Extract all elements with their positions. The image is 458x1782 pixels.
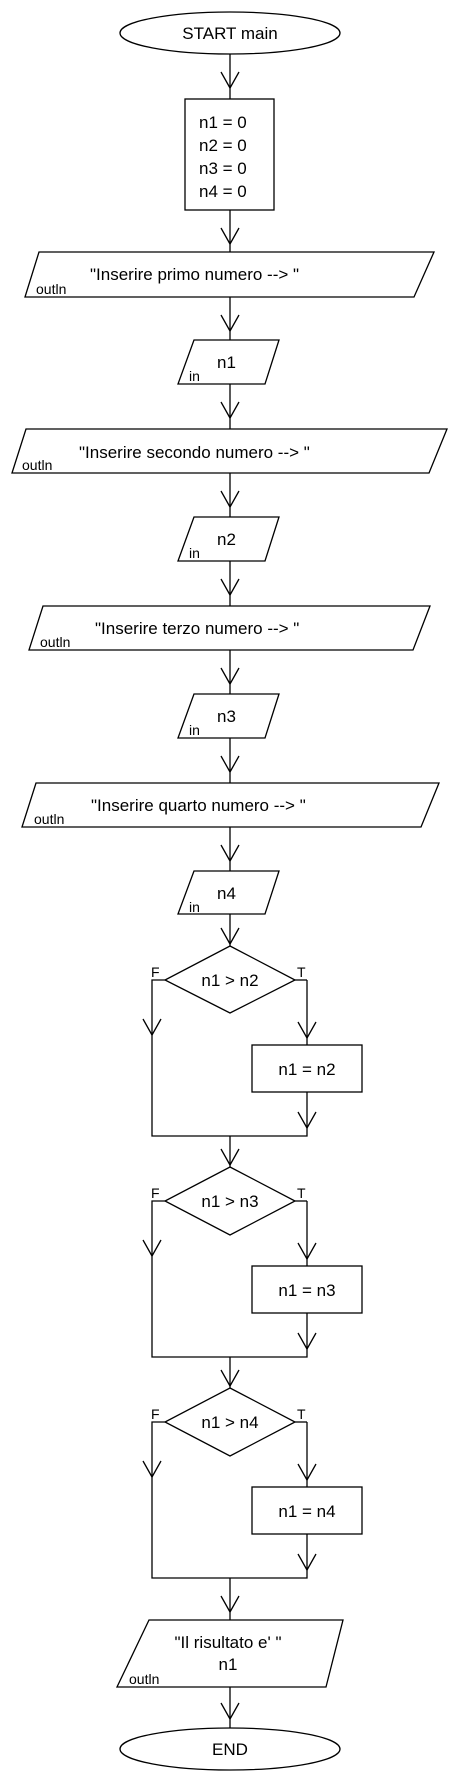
arrowhead [220, 578, 240, 597]
arrowhead [220, 227, 240, 246]
decision-2-condition: n1 > n3 [201, 1192, 258, 1211]
output-prompt-1: "Inserire primo numero --> " outln [24, 251, 436, 298]
prompt-4-text: "Inserire quarto numero --> " [91, 796, 306, 815]
arrowhead [297, 1553, 317, 1572]
arrowhead [220, 1369, 240, 1388]
arrowhead [142, 1460, 162, 1479]
output-prompt-2: "Inserire secondo numero --> " outln [11, 428, 448, 474]
false-branch-line [151, 1421, 230, 1579]
in-tag: in [189, 368, 200, 384]
action-3-text: n1 = n4 [278, 1502, 335, 1521]
input-n2: n2 in [177, 516, 280, 562]
arrowhead [220, 314, 240, 333]
arrowhead [220, 927, 240, 946]
init-line-3: n3 = 0 [199, 159, 247, 178]
action-box-2: n1 = n3 [251, 1265, 363, 1314]
merge-line [230, 1092, 308, 1137]
false-branch-line [151, 979, 230, 1137]
false-label: F [151, 1185, 160, 1201]
action-box-3: n1 = n4 [251, 1486, 363, 1535]
merge-line [230, 1313, 308, 1358]
output-prompt-3: "Inserire terzo numero --> " outln [28, 605, 431, 651]
decision-1: n1 > n2 F T [151, 945, 306, 1014]
output-prompt-4: "Inserire quarto numero --> " outln [21, 782, 440, 828]
arrowhead [220, 490, 240, 509]
prompt-3-text: "Inserire terzo numero --> " [95, 619, 299, 638]
arrowhead [220, 401, 240, 420]
init-line-1: n1 = 0 [199, 113, 247, 132]
arrowhead [297, 1332, 317, 1351]
prompt-2-text: "Inserire secondo numero --> " [79, 443, 310, 462]
false-branch-line [151, 1200, 230, 1358]
arrowhead [297, 1021, 317, 1040]
in-tag: in [189, 899, 200, 915]
outln-tag: outln [129, 1671, 159, 1687]
outln-tag: outln [36, 281, 66, 297]
decision-1-condition: n1 > n2 [201, 971, 258, 990]
arrowhead [220, 844, 240, 863]
result-line-1: "Il risultato e' " [175, 1633, 282, 1652]
action-2-text: n1 = n3 [278, 1281, 335, 1300]
output-result: "Il risultato e' " n1 outln [115, 1619, 344, 1688]
input-4-text: n4 [217, 884, 236, 903]
input-1-text: n1 [217, 353, 236, 372]
init-block: n1 = 0 n2 = 0 n3 = 0 n4 = 0 [184, 98, 275, 211]
true-label: T [297, 1185, 306, 1201]
result-line-2: n1 [219, 1655, 238, 1674]
init-line-2: n2 = 0 [199, 136, 247, 155]
merge-line [230, 1534, 308, 1579]
arrowhead [220, 667, 240, 686]
true-label: T [297, 964, 306, 980]
arrowhead [142, 1239, 162, 1258]
outln-tag: outln [22, 457, 52, 473]
input-2-text: n2 [217, 530, 236, 549]
arrowhead [220, 1595, 240, 1614]
action-1-text: n1 = n2 [278, 1060, 335, 1079]
arrowhead [220, 755, 240, 774]
prompt-1-text: "Inserire primo numero --> " [90, 265, 299, 284]
decision-2: n1 > n3 F T [151, 1166, 306, 1236]
decision-3-condition: n1 > n4 [201, 1413, 258, 1432]
arrowhead [142, 1018, 162, 1037]
arrowhead [220, 71, 240, 90]
arrowhead [220, 1702, 240, 1721]
false-label: F [151, 964, 160, 980]
end-label: END [212, 1740, 248, 1759]
arrowhead [297, 1111, 317, 1130]
action-box-1: n1 = n2 [251, 1044, 363, 1093]
in-tag: in [189, 545, 200, 561]
start-terminal: START main [119, 11, 341, 55]
outln-tag: outln [40, 634, 70, 650]
input-3-text: n3 [217, 707, 236, 726]
input-n1: n1 in [177, 339, 280, 385]
decision-3: n1 > n4 F T [151, 1387, 306, 1457]
true-label: T [297, 1406, 306, 1422]
init-line-4: n4 = 0 [199, 182, 247, 201]
arrowhead [297, 1242, 317, 1261]
arrowhead [220, 1148, 240, 1167]
input-n3: n3 in [177, 693, 280, 739]
in-tag: in [189, 722, 200, 738]
start-label: START main [182, 24, 277, 43]
end-terminal: END [119, 1727, 341, 1771]
input-n4: n4 in [177, 870, 280, 915]
outln-tag: outln [34, 811, 64, 827]
arrowhead [297, 1463, 317, 1482]
false-label: F [151, 1406, 160, 1422]
